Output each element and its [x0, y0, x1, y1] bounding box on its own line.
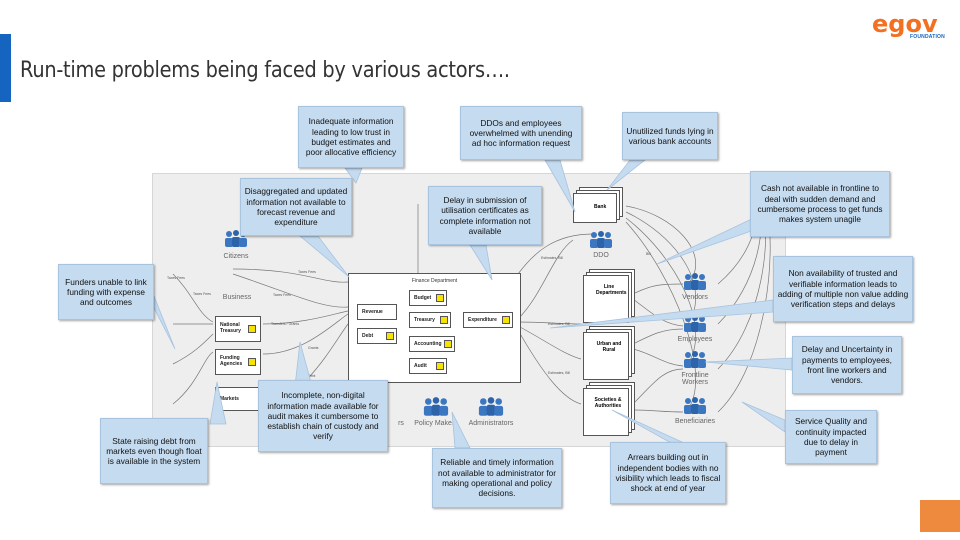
edge-label: Taxes Fees	[298, 270, 316, 274]
logo-subtitle: FOUNDATION	[910, 34, 945, 40]
status-marker	[444, 340, 452, 348]
edge-label: Taxes Fees	[273, 293, 291, 297]
callout-disaggregated-info: Disaggregated and updated information no…	[240, 178, 352, 236]
line-departments-stack: Line Departments	[583, 269, 635, 323]
corner-accent	[920, 500, 960, 532]
callout-cash-frontline: Cash not available in frontline to deal …	[750, 171, 890, 237]
people-group-icon	[590, 231, 612, 248]
business-label: Business	[222, 294, 252, 301]
debt-box: Debt	[357, 328, 397, 344]
citizens-label: Citizens	[223, 253, 249, 260]
bank-label: Bank	[594, 204, 607, 210]
edge-label: Taxes Fees	[167, 276, 185, 280]
status-marker	[248, 325, 256, 333]
edge-label: Estimates, Bill	[541, 256, 563, 260]
callout-audit-info: Incomplete, non-digital information made…	[258, 380, 388, 452]
frontline-label: Frontline	[681, 372, 709, 379]
treasury-box: Treasury	[409, 312, 451, 328]
employees-label: Employees	[677, 336, 713, 343]
people-group-icon	[684, 397, 706, 414]
ddo-actor: DDO	[583, 230, 619, 259]
ddo-label: DDO	[593, 252, 609, 259]
status-marker	[436, 362, 444, 370]
callout-admin-info: Reliable and timely information not avai…	[432, 448, 562, 508]
system-diagram: Citizens Business National Treasury Fund…	[152, 173, 786, 447]
people-group-icon	[684, 273, 706, 290]
bank-stack: Bank	[573, 187, 623, 223]
people-group-icon	[684, 351, 706, 368]
edge-label: Estimates, Bill	[548, 322, 570, 326]
audit-box: Audit	[409, 358, 447, 374]
urban-rural-stack: Urban and Rural	[583, 326, 635, 380]
edge-label: Debt	[308, 374, 316, 378]
edge-label: Estimates, Bill	[548, 371, 570, 375]
beneficiaries-actor: Beneficiaries	[667, 396, 723, 425]
people-group-icon	[423, 397, 449, 416]
status-marker	[386, 332, 394, 340]
callout-ddo-overwhelmed: DDOs and employees overwhelmed with unen…	[460, 106, 582, 160]
accounting-box: Accounting	[409, 336, 455, 352]
callout-funders-link: Funders unable to link funding with expe…	[58, 264, 154, 320]
slide-title: Run-time problems being faced by various…	[20, 58, 510, 83]
societies-label: Societies & Authorities	[594, 397, 622, 409]
accent-bar	[0, 34, 11, 102]
edge-label: Bill	[646, 252, 651, 256]
expenditure-box: Expenditure	[463, 312, 513, 328]
callout-trusted-info: Non availability of trusted and verifiab…	[773, 256, 913, 322]
status-marker	[436, 294, 444, 302]
administrators-label: Administrators	[468, 420, 514, 427]
auditors-label: rs	[398, 420, 404, 427]
callout-budget-trust: Inadequate information leading to low tr…	[298, 106, 404, 168]
line-departments-label: Line Departments	[596, 284, 627, 296]
edge-label: Taxes Fees	[193, 292, 211, 296]
edge-label: Grants	[308, 346, 319, 350]
vendors-actor: Vendors	[673, 272, 717, 301]
status-marker	[440, 316, 448, 324]
workers-label: Workers	[682, 379, 708, 386]
administrators-actor: Administrators	[463, 396, 519, 427]
funding-agencies-box: Funding Agencies	[215, 349, 261, 375]
egov-logo: egov FOUNDATION	[872, 10, 952, 40]
callout-arrears: Arrears building out in independent bodi…	[610, 442, 726, 504]
policy-makers-actor: Policy Makers	[411, 396, 461, 427]
finance-department-title: Finance Department	[411, 278, 458, 284]
callout-state-debt: State raising debt from markets even tho…	[100, 418, 208, 484]
societies-stack: Societies & Authorities	[583, 382, 635, 436]
vendors-label: Vendors	[682, 294, 708, 301]
status-marker	[248, 358, 256, 366]
people-group-icon	[478, 397, 504, 416]
status-marker	[502, 316, 510, 324]
beneficiaries-label: Beneficiaries	[674, 418, 716, 425]
budget-box: Budget	[409, 290, 447, 306]
callout-payment-delay: Delay and Uncertainty in payments to emp…	[792, 336, 902, 394]
national-treasury-box: National Treasury	[215, 316, 261, 342]
callout-unutilized-funds: Unutilized funds lying in various bank a…	[622, 112, 718, 160]
logo-wordmark: egov	[872, 10, 938, 38]
revenue-box: Revenue	[357, 304, 397, 320]
edge-label: Transfers / Grants	[271, 322, 300, 326]
finance-department-box: Finance Department Budget Treasury Expen…	[348, 273, 521, 383]
callout-utilisation-delay: Delay in submission of utilisation certi…	[428, 186, 542, 245]
frontline-actor: Frontline Workers	[673, 350, 717, 386]
callout-service-quality: Service Quality and continuity impacted …	[785, 410, 877, 464]
policy-makers-label: Policy Makers	[414, 420, 458, 427]
urban-rural-label: Urban and Rural	[596, 341, 622, 353]
